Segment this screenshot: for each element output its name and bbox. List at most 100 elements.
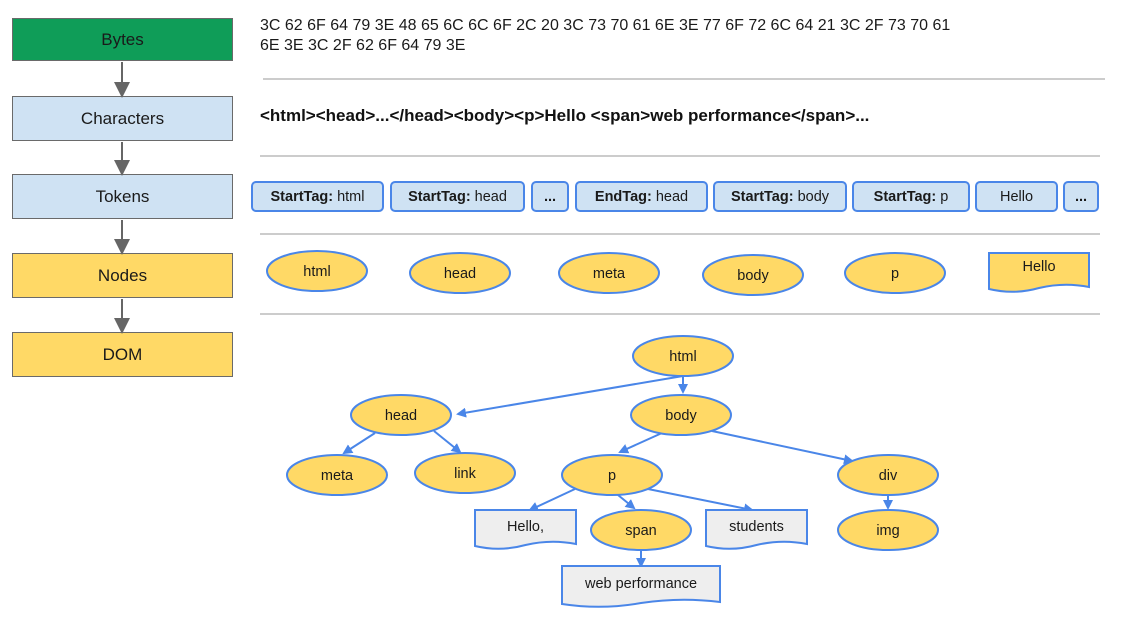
stage-bytes: Bytes	[12, 18, 233, 61]
node-p-shape	[844, 252, 946, 294]
dom-node-webperf-shape	[561, 565, 721, 608]
node-head: head	[409, 252, 511, 294]
node-html: html	[266, 250, 368, 292]
dom-node-img: img	[837, 509, 939, 551]
stage-characters-label: Characters	[80, 108, 165, 128]
token-value: ...	[1074, 188, 1088, 205]
dom-node-p: p	[561, 454, 663, 496]
token-kind: StartTag:	[408, 188, 471, 205]
dom-node-webperf-label: web performance	[584, 576, 697, 592]
edge-p-hello	[528, 488, 576, 512]
stage-tokens: Tokens	[12, 174, 233, 219]
dom-edges	[342, 375, 893, 568]
stage-dom: DOM	[12, 332, 233, 377]
dom-node-head-shape	[350, 394, 452, 436]
nodes-row: html head meta body p Hello	[266, 250, 1090, 296]
stage-arrows	[114, 62, 130, 334]
node-meta-label: meta	[593, 266, 626, 282]
dom-node-hello-label: Hello,	[507, 519, 544, 535]
node-hello-label: Hello	[1022, 259, 1055, 275]
divider-1	[263, 78, 1105, 80]
edge-body-div	[711, 430, 854, 465]
node-body-shape	[702, 254, 804, 296]
dom-node-hello: Hello,	[474, 509, 577, 550]
dom-node-head-label: head	[385, 408, 417, 424]
token-kind: StartTag:	[873, 188, 937, 205]
token-item: ...	[1063, 181, 1099, 212]
node-body-label: body	[737, 268, 769, 284]
node-head-shape	[409, 252, 511, 294]
bytes-line-1: 3C 62 6F 64 79 3E 48 65 6C 6C 6F 2C 20 3…	[260, 17, 951, 34]
dom-node-body-label: body	[665, 408, 697, 424]
token-value: head	[474, 188, 507, 205]
dom-node-link-shape	[414, 452, 516, 494]
stage-dom-label: DOM	[102, 344, 143, 364]
dom-node-span-label: span	[625, 523, 656, 539]
dom-node-div-shape	[837, 454, 939, 496]
edge-p-students	[647, 488, 754, 514]
dom-node-span-shape	[590, 509, 692, 551]
dom-node-head: head	[350, 394, 452, 436]
dom-node-div: div	[837, 454, 939, 496]
dom-node-body: body	[630, 394, 732, 436]
edge-html-head	[456, 375, 684, 418]
node-hello-shape	[988, 252, 1090, 293]
node-head-label: head	[444, 266, 476, 282]
token-item: Hello	[975, 181, 1058, 212]
bytes-line-2: 6E 3E 3C 2F 62 6F 64 79 3E	[260, 37, 466, 54]
token-value: Hello	[999, 188, 1034, 205]
dom-node-html-label: html	[669, 349, 696, 365]
edge-p-span	[617, 494, 636, 510]
divider-2	[260, 155, 1100, 157]
token-item: StartTag:p	[852, 181, 970, 212]
node-hello: Hello	[988, 252, 1090, 293]
edge-body-p	[618, 432, 663, 454]
token-item: ...	[531, 181, 569, 212]
divider-4	[260, 313, 1100, 315]
dom-node-hello-shape	[474, 509, 577, 550]
dom-node-students-shape	[705, 509, 808, 550]
node-body: body	[702, 254, 804, 296]
edge-head-link	[433, 430, 462, 454]
dom-node-p-shape	[561, 454, 663, 496]
dom-node-div-label: div	[879, 468, 898, 484]
token-item: StartTag:html	[251, 181, 384, 212]
edge-head-meta	[342, 432, 376, 455]
node-meta-shape	[558, 252, 660, 294]
token-value: head	[655, 188, 689, 205]
dom-node-link-label: link	[454, 466, 477, 482]
dom-node-p-label: p	[608, 468, 616, 484]
stage-characters: Characters	[12, 96, 233, 141]
dom-node-img-label: img	[876, 523, 899, 539]
token-item: StartTag:head	[390, 181, 525, 212]
token-kind: StartTag:	[270, 188, 334, 205]
token-value: html	[337, 188, 365, 205]
stage-tokens-label: Tokens	[95, 186, 150, 206]
token-kind: EndTag:	[594, 188, 652, 205]
dom-node-meta-shape	[286, 454, 388, 496]
stage-nodes: Nodes	[12, 253, 233, 298]
token-kind: StartTag:	[730, 188, 794, 205]
token-value: p	[940, 188, 949, 205]
token-value: ...	[543, 188, 557, 205]
dom-node-span: span	[590, 509, 692, 551]
stage-nodes-label: Nodes	[97, 265, 148, 285]
characters-row: <html><head>...</head><body><p>Hello <sp…	[260, 106, 870, 125]
dom-node-html-shape	[632, 335, 734, 377]
dom-node-html: html	[632, 335, 734, 377]
token-item: StartTag:body	[713, 181, 847, 212]
node-p: p	[844, 252, 946, 294]
dom-node-link: link	[414, 452, 516, 494]
dom-node-meta-label: meta	[321, 468, 354, 484]
dom-node-body-shape	[630, 394, 732, 436]
bytes-row: 3C 62 6F 64 79 3E 48 65 6C 6C 6F 2C 20 3…	[260, 16, 1080, 56]
dom-node-meta: meta	[286, 454, 388, 496]
node-p-label: p	[891, 266, 899, 282]
token-item: EndTag:head	[575, 181, 708, 212]
stage-bytes-label: Bytes	[101, 29, 144, 49]
dom-node-img-shape	[837, 509, 939, 551]
dom-node-webperf: web performance	[561, 565, 721, 608]
